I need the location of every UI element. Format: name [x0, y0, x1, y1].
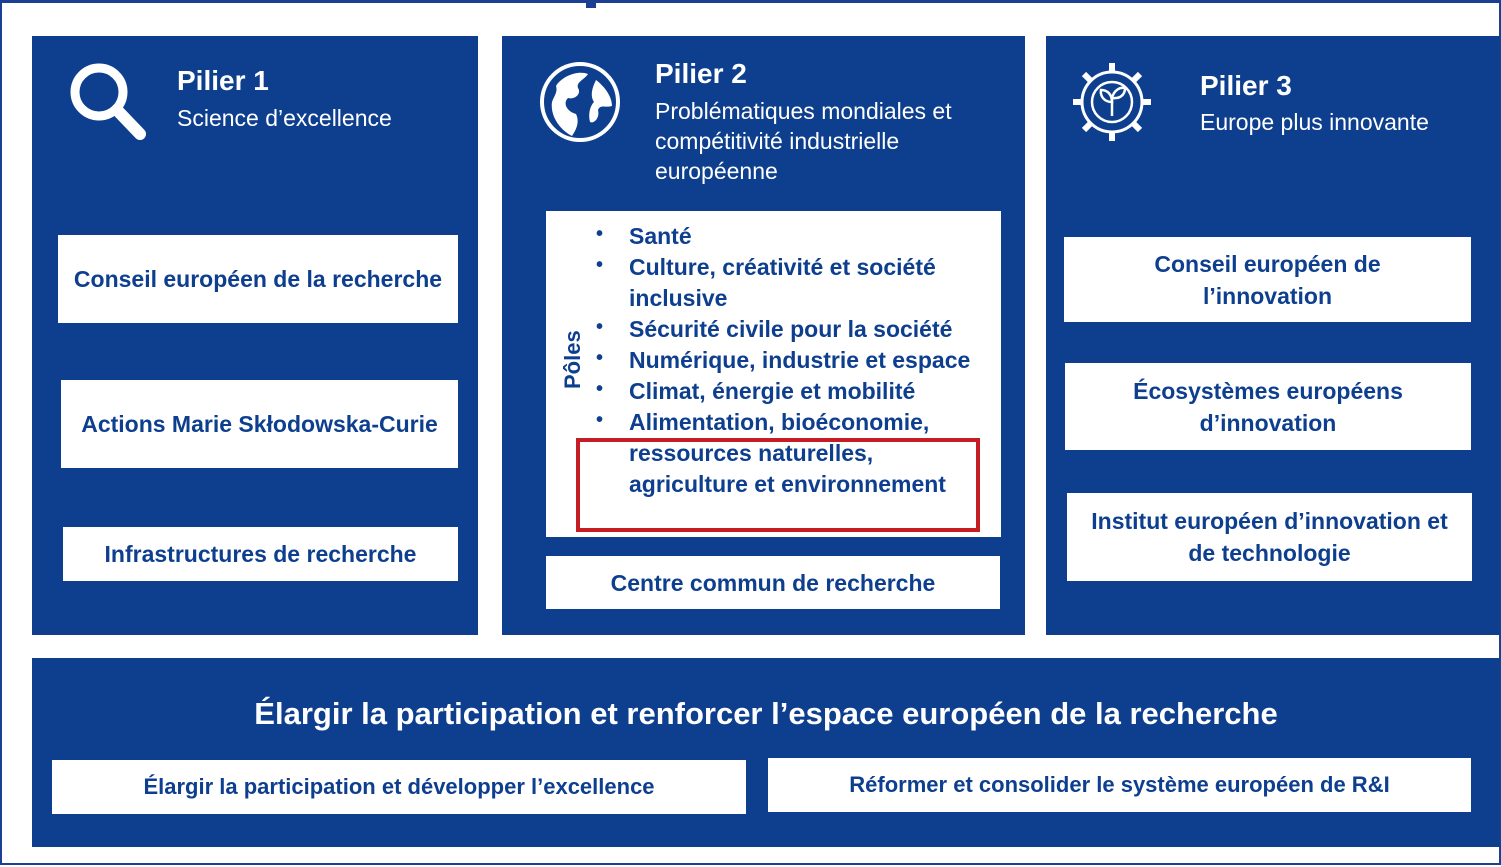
cluster-item: • Santé — [593, 221, 984, 252]
pillar-3-title: Pilier 3 — [1200, 70, 1292, 101]
pillar-1-panel: Pilier 1 Science d’excellence Conseil eu… — [32, 36, 478, 635]
widening-box-participation: Élargir la participation et développer l… — [52, 760, 746, 814]
pillar-3-subtitle: Europe plus innovante — [1200, 109, 1429, 135]
globe-icon — [540, 62, 620, 142]
cluster-item-highlighted: • Alimentation, bioéconomie, ressources n… — [593, 407, 984, 500]
pillar-3-box-ecosystems: Écosystèmes européens d’innovation — [1065, 363, 1471, 450]
bullet: • — [596, 409, 604, 431]
cluster-label: Numérique, industrie et espace — [629, 347, 971, 373]
gear-plant-icon — [1073, 63, 1151, 141]
pillar-1-box-infrastructures: Infrastructures de recherche — [63, 527, 458, 581]
cluster-item: • Sécurité civile pour la société — [593, 314, 984, 345]
pillar-1-box-erc: Conseil européen de la recherche — [58, 235, 458, 323]
bullet: • — [596, 254, 604, 276]
cluster-label: Alimentation, bioéconomie, ressources na… — [629, 409, 946, 497]
cluster-item: • Numérique, industrie et espace — [593, 345, 984, 376]
cluster-label: Santé — [629, 223, 692, 249]
cluster-label: Climat, énergie et mobilité — [629, 378, 916, 404]
clusters-label: Pôles — [560, 330, 585, 389]
pillar-3-box-eic: Conseil européen de l’innovation — [1064, 237, 1471, 322]
magnifier-icon — [70, 63, 146, 140]
bullet: • — [596, 223, 604, 245]
bullet: • — [596, 316, 604, 338]
pillar-3-panel: Pilier 3 Europe plus innovante Conseil e… — [1046, 36, 1500, 635]
pillar-3-box-eit: Institut européen d’innovation et de tec… — [1067, 493, 1472, 581]
highlight-frame — [576, 438, 980, 532]
bullet: • — [596, 378, 604, 400]
bullet: • — [596, 347, 604, 369]
cluster-item: • Culture, créativité et société inclusiv… — [593, 252, 984, 314]
clusters-list-box: Pôles • Santé • Culture, créativité et soc… — [546, 211, 1001, 537]
clusters-list: • Santé • Culture, créativité et société i… — [593, 221, 984, 500]
cluster-item: • Climat, énergie et mobilité — [593, 376, 984, 407]
pillar-2-panel: Pilier 2 Problématiques mondiales et com… — [502, 36, 1025, 635]
pillar-1-subtitle: Science d’excellence — [177, 105, 392, 131]
pillar-1-box-msca: Actions Marie Skłodowska-Curie — [61, 380, 458, 468]
top-border-tick — [586, 0, 596, 8]
pillar-1-title: Pilier 1 — [177, 65, 269, 96]
pillar-2-box-jrc: Centre commun de recherche — [546, 556, 1000, 609]
widening-box-reform: Réformer et consolider le système europé… — [768, 758, 1471, 812]
cluster-label: Culture, créativité et société inclusive — [629, 254, 936, 311]
widening-panel: Élargir la participation et renforcer l’… — [32, 658, 1500, 847]
pillar-2-subtitle: Problématiques mondiales et compétitivit… — [655, 98, 952, 184]
top-border-line — [0, 0, 1501, 3]
cluster-label: Sécurité civile pour la société — [629, 316, 953, 342]
pillar-2-title: Pilier 2 — [655, 58, 747, 89]
widening-title: Élargir la participation et renforcer l’… — [254, 696, 1278, 731]
